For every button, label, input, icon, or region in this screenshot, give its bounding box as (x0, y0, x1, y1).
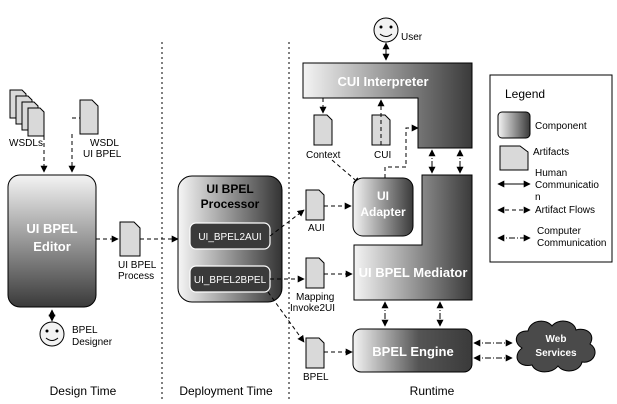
adapter-label-line2: Adapter (360, 205, 406, 219)
process-label-line1: UI BPEL (118, 260, 157, 271)
wsdl-label-line1: WSDL (90, 138, 119, 149)
mediator-label: UI BPEL Mediator (359, 265, 468, 280)
legend-component-label: Component (535, 121, 587, 132)
legend-artifact-icon (499, 145, 529, 171)
legend-artifacts-label: Artifacts (533, 147, 569, 158)
phase-label-design: Design Time (50, 384, 117, 398)
flow-bpel2bpel-to-bpel (267, 291, 305, 343)
context-label: Context (306, 150, 341, 161)
wsdl-ui-bpel-artifact-icon (79, 99, 99, 135)
bpel-engine-component (352, 328, 473, 373)
ui-bpel-mediator-component (353, 174, 473, 301)
legend-title: Legend (505, 87, 545, 101)
web-services-label-line2: Services (535, 348, 577, 359)
legend-computer-label-line2: Communication (537, 238, 606, 249)
engine-label: BPEL Engine (372, 344, 453, 359)
mapping-label-line2: Invoke2UI (290, 303, 335, 314)
legend-human-label-line1: Human (535, 168, 567, 179)
context-artifact-icon (313, 114, 333, 146)
cui-interpreter-label: CUI Interpreter (337, 74, 428, 89)
legend-component-swatch (497, 111, 531, 139)
processor-label-line1: UI BPEL (206, 182, 253, 196)
user-label: User (401, 32, 423, 43)
legend-computer-label-line1: Computer (537, 226, 582, 237)
legend-human-label-line3: n (535, 192, 541, 203)
legend-artifact-flows-label: Artifact Flows (535, 205, 595, 216)
designer-label-line1: BPEL (72, 325, 98, 336)
designer-label-line2: Designer (72, 337, 113, 348)
mapping-label-line1: Mapping (296, 292, 334, 303)
process-label-line2: Process (118, 271, 154, 282)
bpel-artifact-icon (305, 337, 325, 369)
user-smiley-icon (373, 17, 399, 43)
legend-box (489, 74, 613, 263)
flow-adapter-to-cui-to-interpreter (384, 124, 419, 178)
flow-context-to-adapter (331, 159, 361, 185)
editor-label-line1: UI BPEL (26, 221, 77, 236)
web-services-label-line1: Web (546, 334, 567, 345)
cui-label: CUI (374, 150, 391, 161)
phase-label-runtime: Runtime (410, 384, 455, 398)
adapter-label-line1: UI (377, 189, 389, 203)
flow-bpel2aui-to-aui (269, 209, 305, 237)
ui-adapter-component (352, 177, 414, 237)
bpel2bpel-label: UI_BPEL2BPEL (194, 275, 267, 286)
cui-interpreter-component (302, 62, 473, 149)
bpel-label: BPEL (303, 372, 329, 383)
legend-human-label-line2: Communicatio (535, 180, 599, 191)
editor-label-line2: Editor (33, 239, 71, 254)
phase-label-deployment: Deployment Time (179, 384, 273, 398)
bpel2aui-label: UI_BPEL2AUI (198, 232, 261, 243)
wsdls-artifact-icon (9, 89, 45, 137)
designer-smiley-icon (39, 321, 65, 347)
ui-bpel-editor-component (7, 174, 97, 308)
aui-artifact-icon (305, 189, 325, 221)
wsdl-label-line2: UI BPEL (83, 149, 122, 160)
processor-label-line2: Processor (201, 197, 260, 211)
wsdls-label: WSDLs (9, 138, 43, 149)
ui-bpel-process-artifact-icon (119, 221, 141, 257)
mapping-artifact-icon (305, 257, 325, 289)
web-services-cloud-icon (515, 320, 596, 373)
aui-label: AUI (308, 223, 325, 234)
